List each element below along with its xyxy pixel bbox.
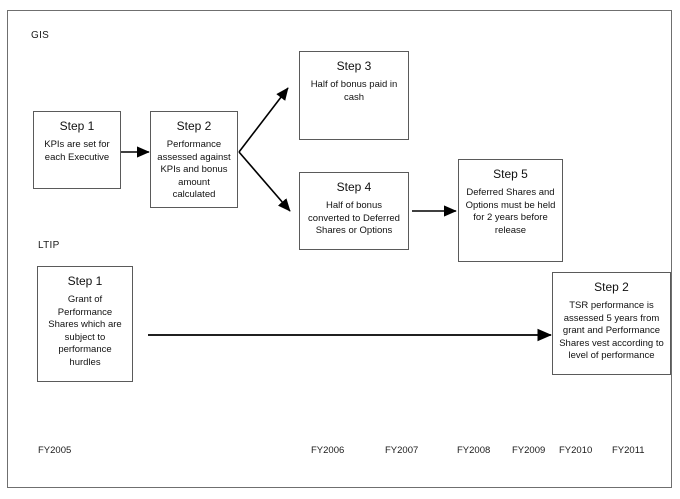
node-body: Half of bonus paid in cash [310, 79, 398, 103]
gis-node-step-2[interactable]: Step 2 Performance assessed against KPIs… [150, 111, 238, 208]
timeline-label-fy2009: FY2009 [512, 445, 546, 456]
ltip-node-step-1[interactable]: Step 1 Grant of Performance Shares which… [37, 266, 133, 382]
node-body: Half of bonus converted to Deferred Shar… [308, 200, 400, 236]
node-body: Deferred Shares and Options must be held… [465, 187, 556, 236]
node-body: Performance assessed against KPIs and bo… [157, 139, 231, 200]
node-title: Step 1 [67, 274, 103, 288]
node-body: TSR performance is assessed 5 years from… [559, 300, 664, 361]
section-label-gis: GIS [31, 30, 50, 41]
node-body: Grant of Performance Shares which are su… [48, 294, 122, 368]
timeline-label-fy2011: FY2011 [612, 445, 645, 456]
node-title: Step 2 [176, 119, 212, 133]
node-title: Step 3 [336, 59, 372, 73]
node-title: Step 2 [594, 280, 629, 294]
ltip-node-step-2[interactable]: Step 2 TSR performance is assessed 5 yea… [552, 272, 671, 375]
timeline-label-fy2005: FY2005 [38, 445, 72, 456]
section-label-ltip: LTIP [38, 240, 60, 251]
gis-node-step-1[interactable]: Step 1 KPIs are set for each Executive [33, 111, 121, 189]
gis-node-step-3[interactable]: Step 3 Half of bonus paid in cash [299, 51, 409, 140]
node-title: Step 4 [336, 180, 372, 194]
node-title: Step 5 [493, 167, 528, 181]
gis-node-step-5[interactable]: Step 5 Deferred Shares and Options must … [458, 159, 563, 262]
timeline-label-fy2008: FY2008 [457, 445, 491, 456]
gis-node-step-4[interactable]: Step 4 Half of bonus converted to Deferr… [299, 172, 409, 250]
timeline-label-fy2006: FY2006 [311, 445, 345, 456]
timeline-label-fy2007: FY2007 [385, 445, 419, 456]
timeline-label-fy2010: FY2010 [559, 445, 593, 456]
node-title: Step 1 [59, 119, 95, 133]
node-body: KPIs are set for each Executive [44, 139, 110, 163]
